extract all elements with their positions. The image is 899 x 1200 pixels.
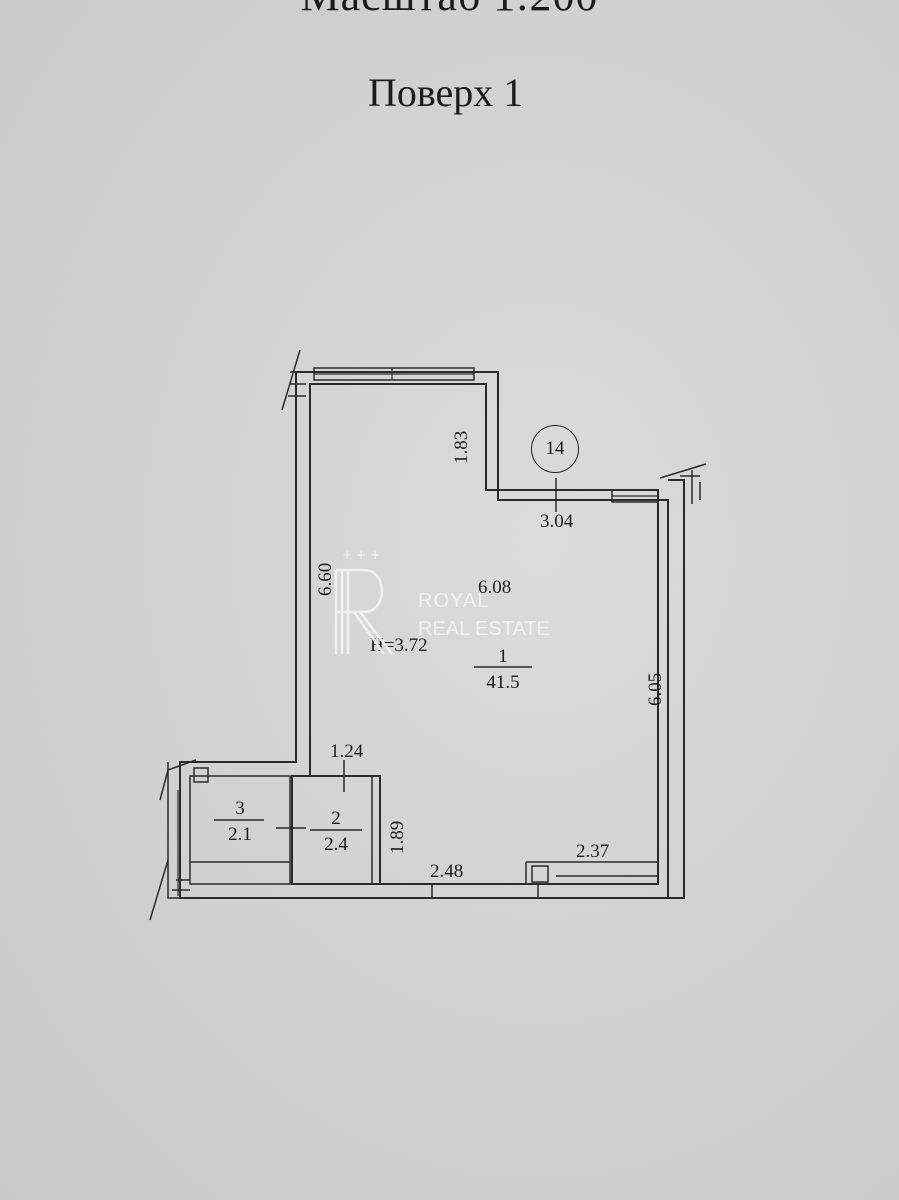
break-line-right (659, 463, 707, 504)
dim-bath-width: 1.24 (330, 741, 364, 762)
room-2-area: 2.4 (324, 834, 348, 855)
watermark-brand: ROYAL (418, 590, 490, 612)
dim-main-width: 6.08 (478, 577, 512, 598)
royal-real-estate-watermark: +++ ROYAL REAL ESTATE (330, 548, 590, 658)
room-3-number: 3 (235, 798, 245, 819)
right-wall (668, 479, 685, 899)
dim-bottom-mid: 2.48 (430, 861, 464, 882)
break-line-top-left (281, 349, 306, 411)
apartment-number-marker: 14 (531, 425, 579, 473)
watermark-subtitle: REAL ESTATE (418, 618, 550, 640)
dim-bottom-right: 2.37 (576, 841, 610, 862)
dim-niche-width: 3.04 (540, 511, 574, 532)
dim-ceiling-height: H=3.72 (370, 635, 428, 656)
scale-title: Масштаб 1:200 (0, 0, 899, 18)
bath-wall (292, 775, 381, 884)
dim-bath-height: 1.89 (387, 820, 408, 854)
dim-right-height: 6.05 (645, 672, 666, 706)
break-line-bottom-left (149, 759, 197, 921)
dim-niche-depth: 1.83 (451, 430, 472, 464)
room-2-number: 2 (331, 808, 341, 829)
room-1-number: 1 (498, 646, 508, 667)
room-3-area: 2.1 (228, 824, 252, 845)
royal-monogram-icon (334, 568, 393, 655)
floor-title: Поверх 1 (368, 70, 524, 115)
room-1-area: 41.5 (486, 672, 520, 693)
watermark-stars: +++ (342, 548, 385, 562)
wc-wall (189, 775, 291, 885)
